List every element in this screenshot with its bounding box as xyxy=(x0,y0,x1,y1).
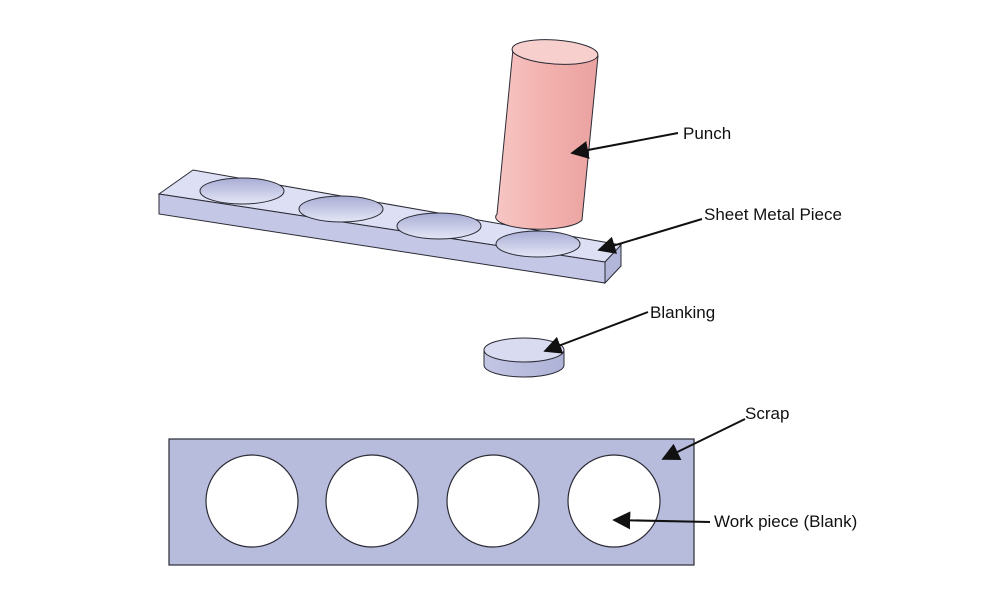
blanking-label: Blanking xyxy=(650,303,715,322)
sheet-hole-1 xyxy=(199,177,285,205)
scrap-label: Scrap xyxy=(745,404,789,423)
disc-top-face xyxy=(483,337,565,363)
scrap-plate xyxy=(168,438,695,566)
sheet-metal-piece xyxy=(157,169,622,285)
punch-label: Punch xyxy=(683,124,731,143)
sheet-metal-label: Sheet Metal Piece xyxy=(704,205,842,224)
work-piece-hole-3 xyxy=(446,454,540,548)
punch-arrow xyxy=(570,132,679,159)
punch-top-face xyxy=(511,39,599,65)
work-piece-hole-1 xyxy=(205,454,299,548)
punch-cylinder xyxy=(495,39,599,230)
workpiece-arrow xyxy=(612,511,711,530)
punch-body xyxy=(495,48,599,230)
sheet-hole-4 xyxy=(495,230,581,258)
work-piece-hole-2 xyxy=(325,454,419,548)
scrap-arrow xyxy=(661,418,746,460)
blank-disc xyxy=(483,337,565,378)
sheet-hole-2 xyxy=(298,195,384,223)
sheet-hole-3 xyxy=(396,212,482,240)
work-piece-hole-4 xyxy=(567,454,661,548)
blanking-arrow xyxy=(543,311,649,354)
work-piece-label: Work piece (Blank) xyxy=(714,512,857,531)
sheet-arrow xyxy=(597,218,703,254)
